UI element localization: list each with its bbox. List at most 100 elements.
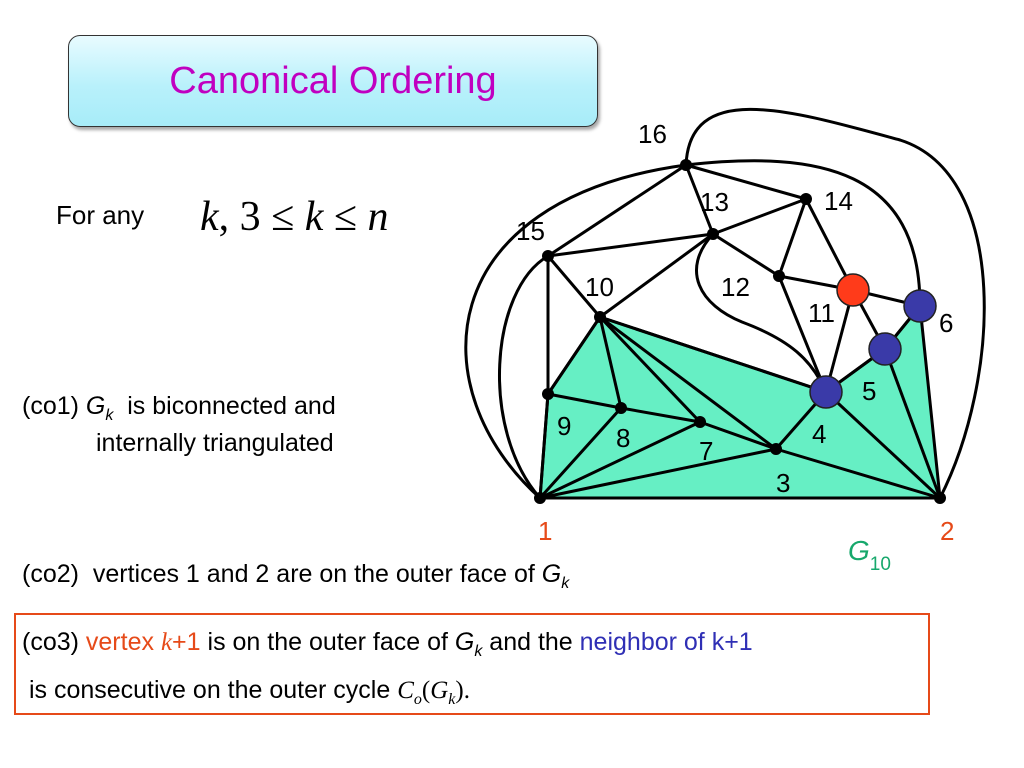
co2-g: G [541,560,562,588]
vertex-12 [773,270,785,282]
co3-plus1: +1 [172,628,201,656]
edge [599,315,777,451]
edge-1-15 [498,254,549,499]
vertex-5 [868,332,902,366]
co3-g2-sub: k [448,691,456,708]
co3-close: ). [455,677,470,704]
edge [883,348,942,499]
edge [546,316,602,395]
vertex-3 [770,443,782,455]
edge [824,289,855,393]
vertex-label-4: 4 [812,419,826,449]
vertex-label-16: 16 [638,119,667,149]
edge [712,232,780,278]
co1-prefix: (co1) [22,392,86,420]
slide-title: Canonical Ordering [169,59,497,102]
co3-middle: is on the outer face of [200,628,455,656]
formula-n: n [367,194,389,240]
vertex-2 [934,492,946,504]
co3-consecutive: is consecutive on the outer cycle [22,676,398,704]
vertex-label-5: 5 [862,376,876,406]
edge [777,275,828,393]
edge [824,390,942,500]
vertex-label-15: 15 [516,216,545,246]
vertex-label-11: 11 [808,298,835,328]
vertex-11 [836,273,870,307]
edge [598,316,623,409]
vertex-14 [800,193,812,205]
edge-16-2 [684,107,986,499]
edge [598,315,702,424]
range-formula: k, 3 ≤ k ≤ n [200,193,388,241]
vertex-6 [903,289,937,323]
co3-prefix: (co3) [22,628,86,656]
edge [620,406,701,424]
formula-k2: k [304,194,324,240]
vertex-9 [542,388,554,400]
vertex-labels: 1 2 3 4 5 6 7 8 9 10 11 12 13 14 15 16 [516,119,954,546]
vertex-label-8: 8 [616,423,630,453]
condition-co1: (co1) Gk is biconnected and [22,392,336,425]
co3-k: k [160,629,173,656]
vertex-label-10: 10 [585,272,614,302]
title-box: Canonical Ordering [68,35,598,127]
edge [775,447,941,500]
vertex-label-6: 6 [939,308,953,338]
co1-text: is biconnected and [113,392,336,420]
edge [547,163,687,258]
edge [599,232,714,319]
formula-rest: , 3 ≤ [218,194,305,240]
curved-edges [464,107,986,500]
edge [538,406,623,500]
graph-name-g: G [848,535,870,566]
edge [712,197,807,236]
co3-and-the: and the [482,628,580,656]
edge [804,198,855,291]
vertex-10 [594,311,606,323]
edge-1-16 [464,163,687,500]
co2-prefix: (co2) vertices 1 and 2 are on the outer … [22,560,542,588]
vertex-label-1: 1 [538,516,552,546]
edge [684,164,715,235]
graph-name-label: G10 [848,535,891,575]
vertex-7 [694,416,706,428]
co3-neighbor: neighbor of k+1 [579,628,753,656]
vertex-label-13: 13 [700,187,729,217]
formula-k: k [200,194,219,240]
edge [539,447,777,500]
vertex-1 [534,492,546,504]
vertex-16 [680,159,692,171]
vertex-label-2: 2 [940,516,954,546]
edge [599,315,827,394]
co3-vertex-word: vertex [85,628,161,656]
edge [685,163,807,201]
condition-co3-box: (co3) vertex k+1 is on the outer face of… [14,613,930,715]
edge-16-6 [685,159,922,307]
vertex-label-14: 14 [824,186,853,216]
co3-sub: k [474,643,483,660]
co3-g2: G [430,677,449,704]
vertex-13 [707,228,719,240]
vertex-8 [615,402,627,414]
vertex-label-12: 12 [721,272,750,302]
condition-co2: (co2) vertices 1 and 2 are on the outer … [22,560,569,593]
vertex-label-9: 9 [557,411,571,441]
co1-sub: k [105,407,114,424]
small-vertices [534,159,946,504]
co3-c: C [397,677,414,704]
co2-sub: k [561,575,570,592]
co3-c-sub: o [413,691,422,708]
large-vertices [809,273,937,409]
edge [777,198,808,277]
edge [547,232,714,258]
for-any-label: For any [56,200,145,230]
graph-name-sub: 10 [870,554,891,575]
co1-g: G [85,392,106,420]
edge [538,393,550,499]
co3-open: ( [421,677,431,704]
co3-g: G [454,628,475,656]
vertex-4 [809,375,843,409]
edge [699,420,777,451]
edge [546,255,602,318]
